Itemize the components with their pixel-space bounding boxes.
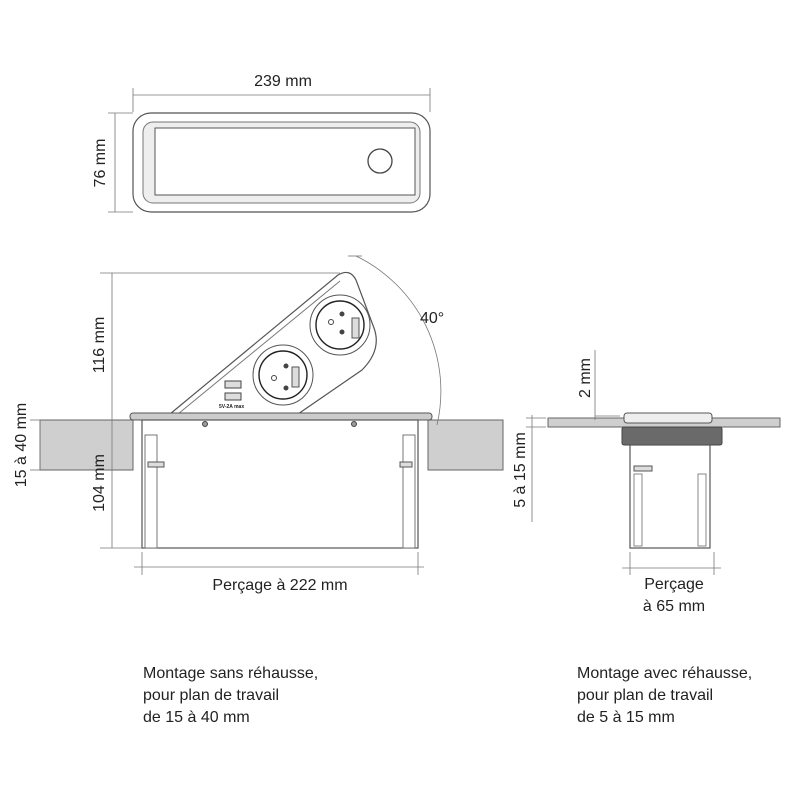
socket-icon	[258, 350, 308, 400]
top-view: 239 mm 76 mm	[92, 73, 431, 213]
width-label: 239 mm	[254, 73, 312, 90]
cutout-label: Perçage à 222 mm	[212, 577, 347, 594]
housing-box	[629, 444, 711, 549]
cutout-label: à 65 mm	[643, 598, 705, 615]
height-up-label: 116 mm	[91, 317, 108, 374]
housing-box	[141, 419, 419, 549]
caption-line: pour plan de travail	[143, 687, 279, 704]
angle-label: 40°	[420, 310, 444, 327]
flange	[129, 412, 433, 421]
depth-label: 104 mm	[91, 454, 108, 512]
side-view: 5V-2A max 40° 116 mm 104 mm 15 à 40 mm P…	[13, 255, 504, 726]
caption-line: de 5 à 15 mm	[577, 709, 675, 726]
worktop-right	[427, 419, 504, 471]
usb-port-icon	[224, 380, 242, 389]
caption-line: pour plan de travail	[577, 687, 713, 704]
riser-view: 2 mm 5 à 15 mm Perçage à 65 mm Montage a…	[512, 350, 781, 726]
flange	[623, 412, 713, 424]
flange-label: 2 mm	[577, 358, 594, 398]
angle-arc	[355, 255, 442, 426]
worktop-left	[39, 419, 134, 471]
worktop-thickness-label: 5 à 15 mm	[512, 432, 529, 508]
height-label: 76 mm	[92, 139, 109, 188]
usb-label: 5V-2A max	[219, 404, 244, 410]
usb-port-icon	[224, 392, 242, 401]
worktop-thickness-label: 15 à 40 mm	[13, 403, 30, 487]
caption-line: Montage sans réhausse,	[143, 665, 318, 682]
push-button-icon	[367, 148, 393, 174]
caption-line: de 15 à 40 mm	[143, 709, 250, 726]
caption-line: Montage avec réhausse,	[577, 665, 752, 682]
cutout-label: Perçage	[644, 576, 704, 593]
riser-ring	[621, 426, 723, 446]
